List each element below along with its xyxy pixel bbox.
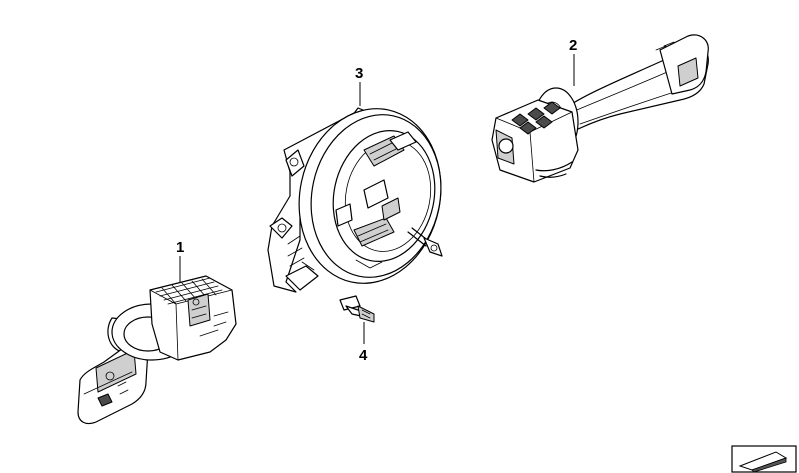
corner-arrow-icon[interactable]: [731, 445, 797, 473]
callout-3: 3: [355, 65, 363, 82]
part-2-stalk-switch[interactable]: [491, 34, 709, 183]
part-4-bolt[interactable]: [339, 295, 375, 323]
part-1-switch-unit[interactable]: [77, 275, 237, 425]
callout-1: 1: [176, 239, 184, 256]
part-3-clock-spring[interactable]: [267, 95, 457, 296]
callout-2: 2: [569, 37, 577, 54]
callout-4: 4: [359, 347, 368, 364]
